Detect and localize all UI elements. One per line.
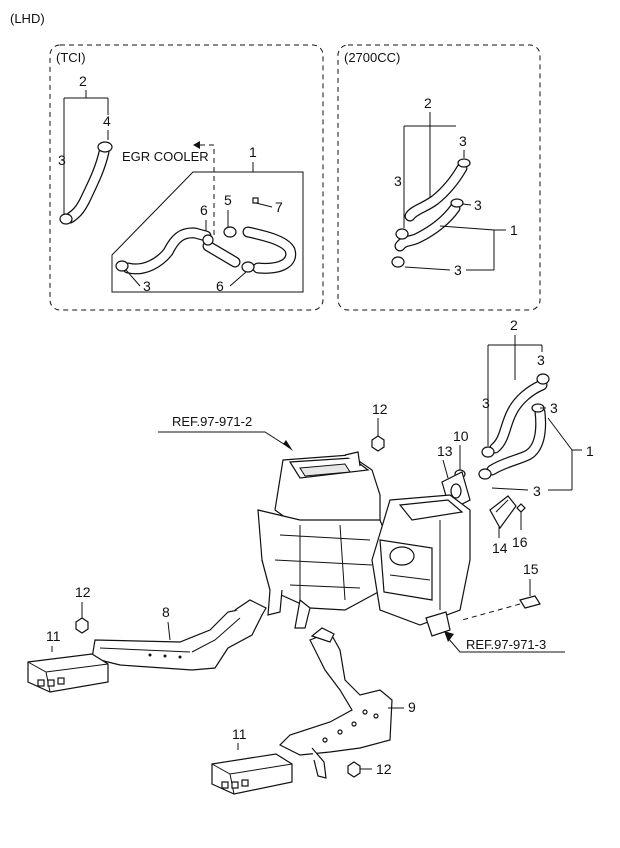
callout-tci-3b: 3 <box>143 278 151 294</box>
nut-12b <box>75 617 89 634</box>
callout-main-14: 14 <box>492 540 508 556</box>
tci-box: (TCI) EGR COOLER 2 4 3 1 5 6 7 <box>49 44 324 311</box>
egr-flow-line <box>200 144 215 235</box>
callout-main-11a: 11 <box>46 628 61 644</box>
tci-box-frame <box>49 44 324 311</box>
nut-12c <box>347 761 361 778</box>
duct-8 <box>91 599 267 671</box>
variant-label: (LHD) <box>10 11 45 26</box>
callout-main-15: 15 <box>523 561 539 577</box>
callout-main-3d: 3 <box>533 483 541 499</box>
e27-hoses <box>391 158 471 268</box>
callout-tci-7: 7 <box>275 199 283 215</box>
callout-tci-1: 1 <box>249 144 257 160</box>
callout-tci-5: 5 <box>224 192 232 208</box>
callout-e27-1: 1 <box>510 222 518 238</box>
bolt-15-leader <box>461 603 521 621</box>
callout-tci-4: 4 <box>103 113 111 129</box>
nut-12a <box>371 435 385 452</box>
engine-2700-box-title: (2700CC) <box>344 50 400 65</box>
callout-main-12a: 12 <box>372 401 388 417</box>
callout-tci-6a: 6 <box>200 202 208 218</box>
callout-main-10: 10 <box>453 428 469 444</box>
callout-e27-3c: 3 <box>474 197 482 213</box>
gasket-14 <box>489 495 517 530</box>
hvac-blower-unit <box>371 494 471 637</box>
callout-main-12c: 12 <box>376 761 392 777</box>
duct-9 <box>278 627 393 779</box>
callout-main-1: 1 <box>586 443 594 459</box>
egr-cooler-label: EGR COOLER <box>122 149 209 164</box>
callout-e27-3a: 3 <box>459 133 467 149</box>
vent-11a <box>27 653 109 693</box>
engine-2700-box: (2700CC) 2 3 3 3 1 3 <box>337 44 541 311</box>
tci-box-title: (TCI) <box>56 50 86 65</box>
callout-main-2: 2 <box>510 317 518 333</box>
callout-e27-2: 2 <box>424 95 432 111</box>
callout-e27-3b: 3 <box>394 173 402 189</box>
callout-main-11b: 11 <box>232 726 247 742</box>
tci-hose-lower <box>115 197 297 275</box>
callout-e27-3d: 3 <box>454 262 462 278</box>
main-hoses <box>478 373 550 480</box>
ref-a-leader <box>158 431 291 449</box>
callout-main-8: 8 <box>162 604 170 620</box>
callout-main-9: 9 <box>408 699 416 715</box>
bolt-15 <box>519 595 541 609</box>
callout-main-3b: 3 <box>482 395 490 411</box>
callout-main-13: 13 <box>437 443 453 459</box>
hvac-heater-unit <box>257 451 391 629</box>
ref-a-arrow-icon <box>283 440 293 451</box>
callout-tci-2: 2 <box>79 73 87 89</box>
ref-label-a: REF.97-971-2 <box>172 414 252 429</box>
callout-main-12b: 12 <box>75 584 91 600</box>
vent-11b <box>211 753 293 795</box>
ref-label-b: REF.97-971-3 <box>466 637 546 652</box>
callout-tci-3a: 3 <box>58 152 66 168</box>
ref-b-leader <box>447 637 565 653</box>
ref-b-arrow-icon <box>444 631 454 642</box>
callout-tci-6b: 6 <box>216 278 224 294</box>
callout-main-3a: 3 <box>537 352 545 368</box>
callout-main-16: 16 <box>512 534 528 550</box>
egr-arrow-icon <box>193 141 200 149</box>
callout-main-3c: 3 <box>550 400 558 416</box>
engine-2700-box-frame <box>337 44 541 311</box>
tci-hose-left <box>59 141 113 225</box>
